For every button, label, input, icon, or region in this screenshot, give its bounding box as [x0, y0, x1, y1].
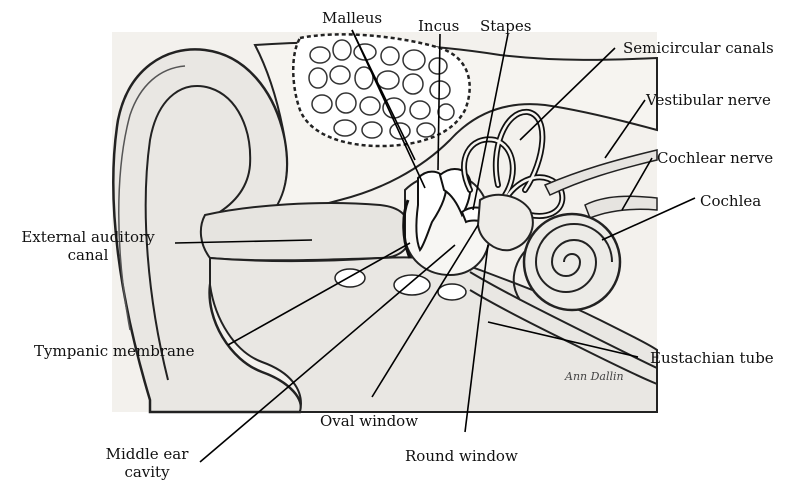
label-stapes: Stapes [480, 17, 531, 35]
label-malleus: Malleus [322, 9, 382, 27]
artist-signature: Ann Dallin [565, 370, 624, 383]
label-external-auditory-canal-line2: canal [12, 246, 164, 264]
label-cochlear-nerve: Cochlear nerve [657, 149, 773, 167]
ear-canal [201, 203, 410, 260]
label-external-auditory-canal: External auditory canal [12, 228, 164, 264]
label-round-window: Round window [405, 447, 518, 465]
label-vestibular-nerve: Vestibular nerve [646, 91, 771, 109]
label-middle-ear-cavity: Middle ear cavity [92, 445, 202, 481]
vestibule [478, 195, 533, 250]
label-cochlea: Cochlea [700, 192, 761, 210]
label-semicircular-canals: Semicircular canals [623, 39, 774, 57]
label-incus: Incus [418, 17, 459, 35]
label-oval-window: Oval window [320, 412, 418, 430]
label-middle-ear-cavity-line1: Middle ear [92, 445, 202, 463]
label-middle-ear-cavity-line2: cavity [92, 463, 202, 481]
label-tympanic-membrane: Tympanic membrane [34, 342, 194, 360]
label-eustachian-tube: Eustachian tube [650, 349, 774, 367]
label-external-auditory-canal-line1: External auditory [12, 228, 164, 246]
